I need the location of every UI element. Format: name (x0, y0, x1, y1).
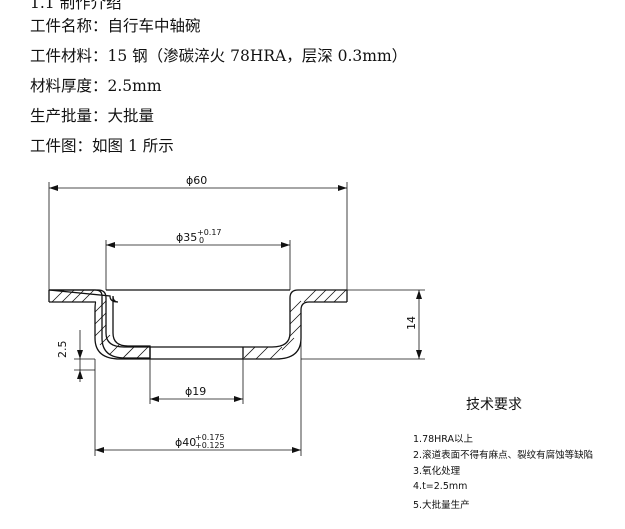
left-flange (49, 289, 107, 299)
dim-phi60: ϕ60 (186, 174, 207, 187)
right-flange (289, 289, 347, 299)
dim-phi40-upper: +0.175 (195, 433, 225, 442)
dim-thickness-2-5: 2.5 (56, 341, 69, 359)
info-label: 材料厚度： (30, 77, 108, 95)
part-outline (48, 289, 151, 359)
requirement-item: 4.t=2.5mm (413, 481, 468, 492)
info-label: 工件材料： (30, 47, 108, 65)
requirement-item: 5.大批量生产 (413, 500, 470, 511)
left-wall-outer (94, 310, 150, 360)
dim-phi35-lower: 0 (199, 236, 204, 245)
info-part-name: 工件名称：自行车中轴碗 (30, 14, 201, 36)
info-material: 工件材料：15 钢（渗碳淬火 78HRA，层深 0.3mm） (30, 44, 407, 66)
info-value: 大批量 (107, 107, 155, 125)
info-label: 工件图： (30, 137, 93, 155)
requirement-item: 2.滚道表面不得有麻点、裂纹有腐蚀等缺陷 (413, 450, 594, 461)
left-wall-inner (105, 298, 150, 348)
dim-phi19: ϕ19 (185, 385, 206, 398)
requirement-item: 3.氧化处理 (413, 466, 461, 477)
right-wall-inner (243, 298, 291, 348)
dim-phi40: ϕ40 (175, 436, 196, 449)
right-flange-bottom (300, 301, 347, 311)
dim-height-14: 14 (405, 316, 418, 330)
arrowheads (49, 185, 422, 453)
dim-phi35: ϕ35 (176, 231, 197, 244)
left-flange-bottom (49, 301, 97, 311)
dim-phi35-upper: +0.17 (197, 228, 222, 237)
dim-phi40-lower: +0.125 (195, 441, 225, 450)
requirement-item: 1.78HRA以上 (413, 434, 474, 445)
info-thickness: 材料厚度：2.5mm (30, 74, 162, 96)
info-label: 生产批量： (30, 107, 108, 125)
info-value: 如图 1 所示 (92, 137, 174, 155)
info-label: 工件名称： (30, 17, 108, 35)
header-fragment: 1.1 制作介绍 (30, 0, 122, 12)
info-batch: 生产批量：大批量 (30, 104, 154, 126)
info-value: 15 钢（渗碳淬火 78HRA，层深 0.3mm） (107, 47, 408, 65)
dimension-lines (48, 182, 425, 456)
left-section (48, 289, 151, 359)
info-figure: 工件图：如图 1 所示 (30, 134, 174, 156)
info-value: 自行车中轴碗 (107, 17, 201, 35)
right-wall-outer (243, 310, 302, 360)
section-hatching (51, 289, 347, 360)
info-value: 2.5mm (107, 77, 162, 95)
requirements-title: 技术要求 (466, 397, 522, 413)
